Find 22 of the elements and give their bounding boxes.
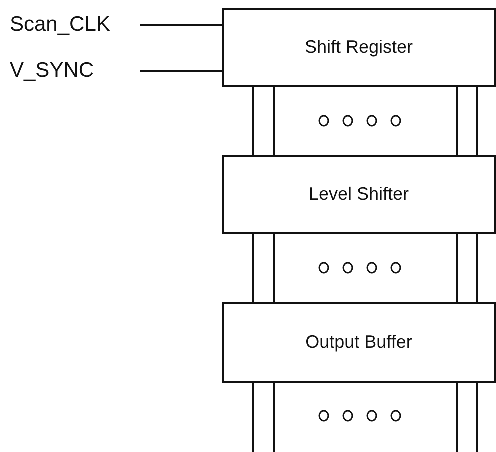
process-box bbox=[222, 8, 496, 87]
connector-line bbox=[476, 383, 478, 452]
connector-line bbox=[252, 87, 254, 155]
connector-line bbox=[252, 234, 254, 302]
connector-line bbox=[140, 24, 222, 26]
signal-label: V_SYNC bbox=[10, 59, 140, 83]
connector-line bbox=[476, 234, 478, 302]
process-box bbox=[222, 302, 496, 383]
signal-label: Scan_CLK bbox=[10, 13, 140, 37]
connector-line bbox=[456, 87, 458, 155]
process-box bbox=[222, 155, 496, 234]
box-label: Shift Register bbox=[304, 37, 414, 58]
box-label: Output Buffer bbox=[306, 332, 412, 353]
connector-line bbox=[456, 383, 458, 452]
connector-line bbox=[273, 234, 275, 302]
connector-line bbox=[476, 87, 478, 155]
connector-line bbox=[252, 383, 254, 452]
connector-line bbox=[273, 383, 275, 452]
connector-line bbox=[273, 87, 275, 155]
connector-line bbox=[456, 234, 458, 302]
connector-line bbox=[140, 70, 222, 72]
box-label: Level Shifter bbox=[308, 184, 410, 205]
